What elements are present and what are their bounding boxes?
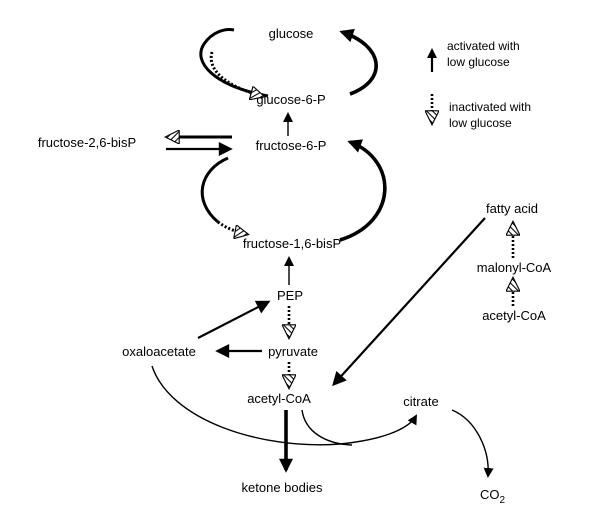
node-citrate: citrate <box>403 394 438 409</box>
node-fructose-6-p: fructose-6-P <box>256 138 327 153</box>
arrow-acetylcoa-joins-citrate <box>301 409 353 446</box>
arrow-f6p-to-f16bp-inactivated <box>217 222 246 234</box>
node-oxaloacetate: oxaloacetate <box>122 344 196 359</box>
co2-base: CO <box>480 487 500 502</box>
legend-activated-line2: low glucose <box>447 55 510 69</box>
arrow-f16bp-to-f6p-activated <box>339 139 387 242</box>
legend-inactivated-line2: low glucose <box>449 116 512 130</box>
arrow-g6p-to-glucose-activated <box>339 28 378 96</box>
node-ketone-bodies: ketone bodies <box>242 480 323 495</box>
node-pyruvate: pyruvate <box>268 344 318 359</box>
co2-subscript: 2 <box>500 495 506 506</box>
legend: activated with low glucose inactivated w… <box>432 39 531 130</box>
arrow-glucose-to-g6p-inactivated <box>209 51 262 96</box>
node-glucose: glucose <box>269 26 314 41</box>
arrow-f6p-to-f16bp-left-tail <box>200 156 229 224</box>
arrow-glucose-to-g6p-left-tail <box>199 28 269 98</box>
node-pep: PEP <box>277 288 303 303</box>
node-fructose-2-6-bisp: fructose-2,6-bisP <box>38 135 136 150</box>
arrow-oxaloacetate-to-citrate <box>151 365 417 446</box>
arrow-fattyacid-to-acetylcoa-activated <box>332 217 486 387</box>
node-malonyl-coa: malonyl-CoA <box>477 260 552 275</box>
node-co2: CO2 <box>480 487 506 506</box>
node-acetyl-coa: acetyl-CoA <box>247 391 311 406</box>
legend-activated-line1: activated with <box>447 39 520 53</box>
node-fatty-acid: fatty acid <box>486 201 538 216</box>
node-acetyl-coa-right: acetyl-CoA <box>482 308 546 323</box>
legend-inactivated-line1: inactivated with <box>449 100 531 114</box>
node-fructose-1-6-bisp: fructose-1,6-bisP <box>243 236 341 251</box>
arrow-oxaloacetate-to-pep-activated <box>197 300 271 339</box>
arrow-citrate-to-co2 <box>451 409 494 478</box>
